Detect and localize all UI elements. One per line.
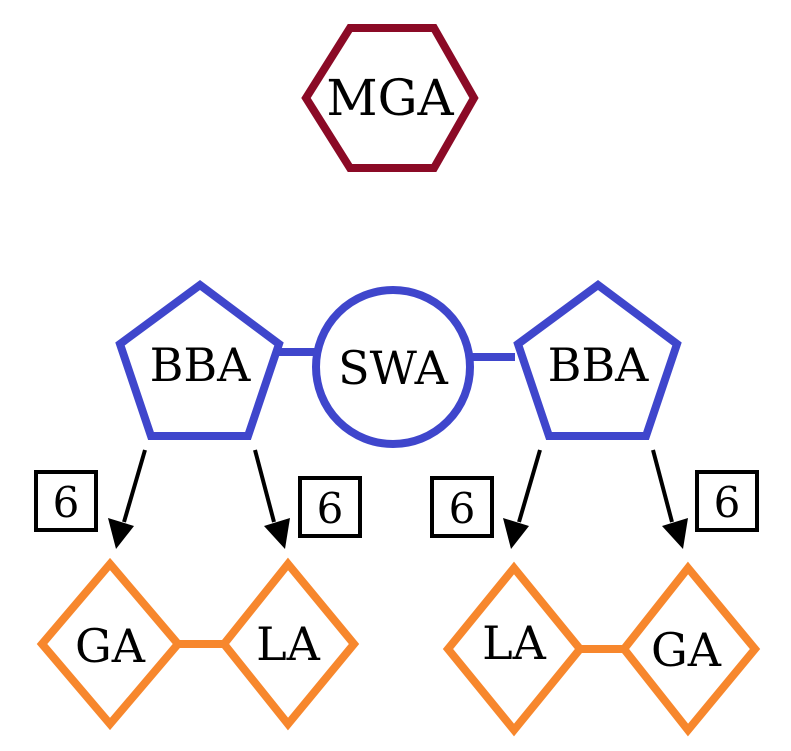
edge-label-box-4: 6 xyxy=(695,470,759,532)
node-ga-left: GA xyxy=(36,557,184,731)
diamond-shape xyxy=(618,561,761,737)
node-bba-left: BBA xyxy=(115,280,284,440)
edge-label-box-1: 6 xyxy=(34,470,98,532)
edge-label-text: 6 xyxy=(317,484,344,533)
node-ga-right: GA xyxy=(618,561,761,737)
arrow-bba-left-to-ga-left xyxy=(108,449,147,549)
edge-label-text: 6 xyxy=(714,478,741,527)
edge-label-box-2: 6 xyxy=(298,476,362,538)
arrowhead-icon xyxy=(503,518,529,549)
edge-label-text: 6 xyxy=(449,484,476,533)
arrowhead-icon xyxy=(108,518,134,549)
node-mga: MGA xyxy=(301,24,479,172)
node-la-left: LA xyxy=(218,557,360,731)
bba-right-label: BBA xyxy=(548,338,650,392)
diamond-shape xyxy=(36,557,184,731)
arrow-bba-right-to-la-right xyxy=(503,449,542,549)
hexagon-shape xyxy=(301,24,479,172)
arrow-bba-right-to-ga-right xyxy=(651,449,688,549)
edge-label-box-3: 6 xyxy=(430,476,494,538)
node-la-right: LA xyxy=(442,561,586,737)
mga-label: MGA xyxy=(326,69,454,127)
arrowhead-icon xyxy=(264,518,290,549)
circle-shape xyxy=(312,286,474,448)
diamond-shape xyxy=(218,557,360,731)
ga-right-label: GA xyxy=(651,623,722,677)
arrowhead-icon xyxy=(662,518,688,549)
node-swa: SWA xyxy=(312,286,474,448)
edge-label-text: 6 xyxy=(53,478,80,527)
pentagon-shape xyxy=(115,280,284,440)
la-right-label: LA xyxy=(482,616,547,670)
ga-left-label: GA xyxy=(75,619,146,673)
la-left-label: LA xyxy=(256,617,321,671)
bba-left-label: BBA xyxy=(150,338,252,392)
diamond-shape xyxy=(442,561,586,737)
arrow-bba-left-to-la-left xyxy=(253,449,290,549)
node-bba-right: BBA xyxy=(513,280,682,440)
pentagon-shape xyxy=(513,280,682,440)
swa-label: SWA xyxy=(338,341,449,395)
